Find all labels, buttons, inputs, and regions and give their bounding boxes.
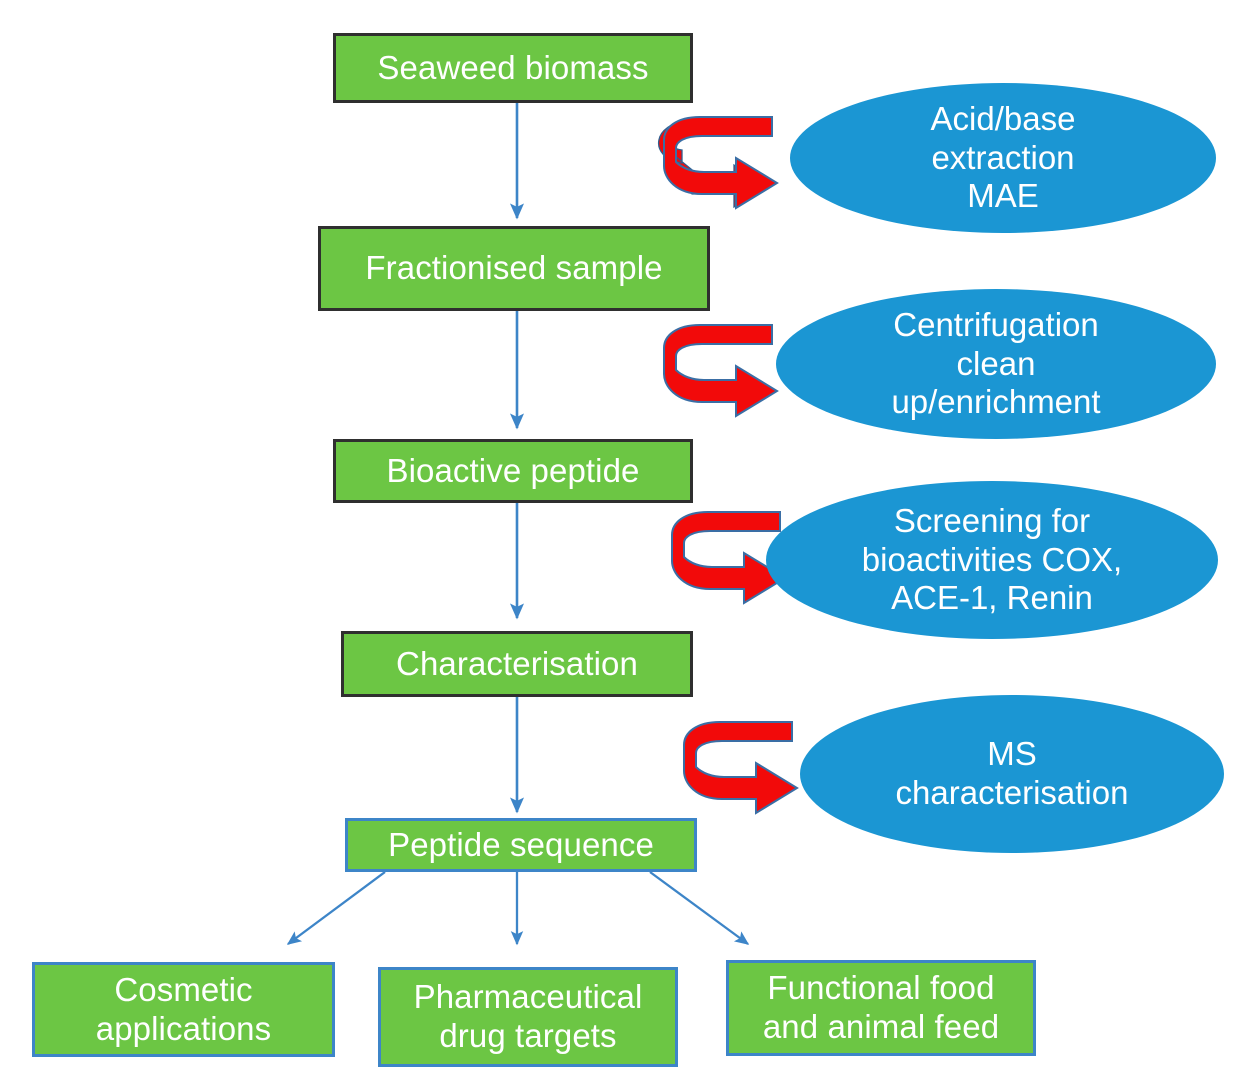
outcome-box-cosmetic-applications[interactable]: Cosmetic applications: [32, 962, 335, 1057]
outcome-box-label: Cosmetic applications: [95, 970, 272, 1047]
connector-sequence-to-functional: [649, 871, 750, 945]
loop-arrow-4-icon: [683, 721, 799, 815]
process-box-label: Fractionised sample: [365, 249, 663, 287]
method-ellipse-label: Acid/base extraction MAE: [930, 99, 1076, 215]
process-box-label: Peptide sequence: [388, 825, 654, 863]
loop-arrow-2-icon: [663, 324, 779, 418]
method-ellipse-centrifugation[interactable]: Centrifugation clean up/enrichment: [776, 289, 1216, 439]
method-ellipse-label: MS characterisation: [895, 735, 1129, 811]
process-box-seaweed-biomass[interactable]: Seaweed biomass: [333, 33, 693, 103]
process-box-label: Bioactive peptide: [386, 451, 640, 489]
method-ellipse-ms-characterisation[interactable]: MS characterisation: [800, 695, 1224, 853]
process-box-label: Seaweed biomass: [377, 48, 649, 86]
process-box-characterisation[interactable]: Characterisation: [341, 631, 693, 697]
loop-arrow-1-icon: [657, 116, 779, 210]
outcome-box-label: Functional food and animal feed: [762, 969, 1000, 1045]
method-ellipse-acid-base-extraction[interactable]: Acid/base extraction MAE: [790, 83, 1216, 233]
method-ellipse-label: Screening for bioactivities COX, ACE-1, …: [861, 501, 1123, 617]
process-box-label: Characterisation: [396, 644, 638, 682]
process-box-peptide-sequence[interactable]: Peptide sequence: [345, 818, 697, 872]
outcome-box-pharmaceutical-drug-targets[interactable]: Pharmaceutical drug targets: [378, 967, 678, 1067]
connector-sequence-to-cosmetic: [286, 871, 386, 945]
outcome-box-label: Pharmaceutical drug targets: [413, 978, 643, 1054]
process-box-bioactive-peptide[interactable]: Bioactive peptide: [333, 439, 693, 503]
outcome-box-functional-food[interactable]: Functional food and animal feed: [726, 960, 1036, 1056]
process-box-fractionised-sample[interactable]: Fractionised sample: [318, 226, 710, 311]
method-ellipse-bioactivity-screening[interactable]: Screening for bioactivities COX, ACE-1, …: [766, 481, 1218, 639]
method-ellipse-label: Centrifugation clean up/enrichment: [891, 305, 1101, 421]
